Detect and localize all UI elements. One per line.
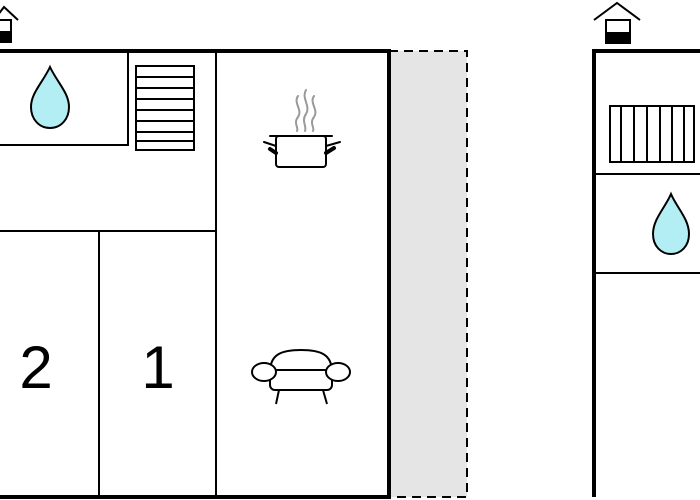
interior-walls — [0, 51, 217, 497]
room-number-2: 2 — [19, 334, 52, 401]
railing-icon — [609, 105, 695, 163]
outer-walls-right — [592, 49, 700, 497]
floor-left: 2 1 — [0, 5, 468, 499]
staircase-icon — [135, 65, 195, 151]
terrace-area — [388, 50, 468, 498]
house-marker-icon — [593, 1, 641, 44]
house-marker-icon — [0, 5, 19, 43]
water-drop-icon — [651, 191, 691, 256]
water-drop-icon — [29, 64, 71, 130]
cooking-pot-icon — [263, 89, 341, 168]
floor-right — [592, 1, 700, 497]
interior-walls-right — [594, 173, 700, 274]
outer-walls — [0, 49, 391, 499]
sofa-icon — [251, 349, 351, 405]
room-number-1: 1 — [141, 334, 174, 401]
